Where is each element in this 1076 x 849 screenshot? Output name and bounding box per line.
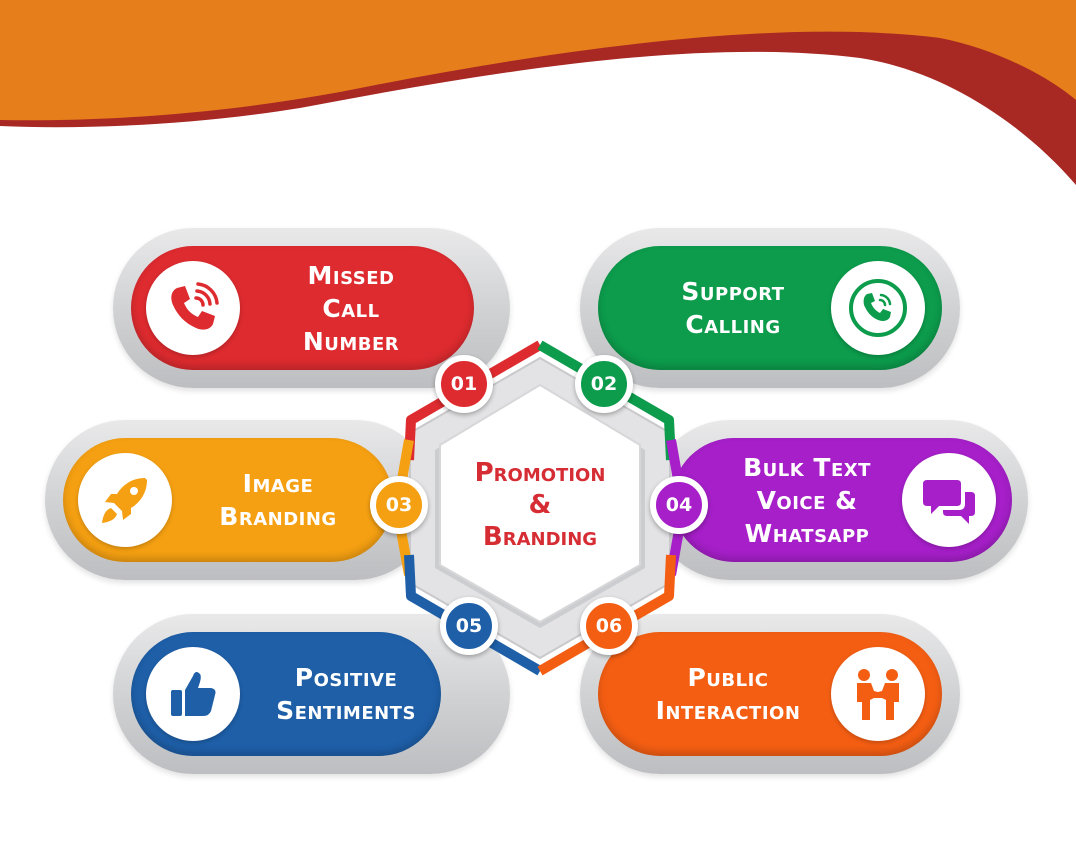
item-04-pill-frame: Bulk Text Voice & Whatsapp xyxy=(650,420,1028,580)
badge-02[interactable]: 02 xyxy=(575,355,633,413)
item-05-pill[interactable]: Positive Sentiments xyxy=(131,632,441,756)
ring-segment-06 xyxy=(537,554,676,676)
item-05-label: Positive Sentiments xyxy=(276,663,416,725)
item-06-pill-frame: Public Interaction xyxy=(580,614,960,774)
item-01-pill[interactable]: Missed Call Number xyxy=(131,246,474,370)
handshake-people-icon xyxy=(857,669,899,720)
header-wave xyxy=(0,0,1076,185)
badge-05[interactable]: 05 xyxy=(440,597,498,655)
item-01-icon-circle xyxy=(146,261,240,355)
item-01-label: Missed Call Number xyxy=(302,260,400,356)
thumbs-up-icon xyxy=(171,672,216,716)
item-06-pill[interactable]: Public Interaction xyxy=(598,632,942,756)
item-02-pill-frame: Support Calling xyxy=(580,228,960,388)
chat-bubbles-icon xyxy=(923,480,975,524)
badge-03[interactable]: 03 xyxy=(370,476,428,534)
item-02-icon-circle xyxy=(831,261,925,355)
ring-segment-05 xyxy=(404,554,543,676)
badge-04[interactable]: 04 xyxy=(650,476,708,534)
rocket-icon xyxy=(102,478,147,523)
item-03-label: Image Branding xyxy=(219,469,337,531)
item-04-icon-circle xyxy=(902,453,996,547)
item-04-label: Bulk Text Voice & Whatsapp xyxy=(743,452,871,548)
item-03-icon-circle xyxy=(78,453,172,547)
item-03-pill-frame: Image Branding xyxy=(45,420,435,580)
item-05-pill-frame: Positive Sentiments xyxy=(113,614,510,774)
item-04-pill[interactable]: Bulk Text Voice & Whatsapp xyxy=(672,438,1012,562)
item-01-pill-frame: Missed Call Number xyxy=(113,228,510,388)
item-05-icon-circle xyxy=(146,647,240,741)
center-title: Promotion & Branding xyxy=(474,458,606,552)
item-06-label: Public Interaction xyxy=(655,663,801,725)
item-03-pill[interactable]: Image Branding xyxy=(63,438,393,562)
badge-06[interactable]: 06 xyxy=(580,597,638,655)
item-02-pill[interactable]: Support Calling xyxy=(598,246,942,370)
phone-ringing-icon xyxy=(171,282,219,330)
item-06-icon-circle xyxy=(831,647,925,741)
item-02-label: Support Calling xyxy=(681,277,785,339)
phone-ringing-icon xyxy=(849,279,907,337)
badge-01[interactable]: 01 xyxy=(435,355,493,413)
